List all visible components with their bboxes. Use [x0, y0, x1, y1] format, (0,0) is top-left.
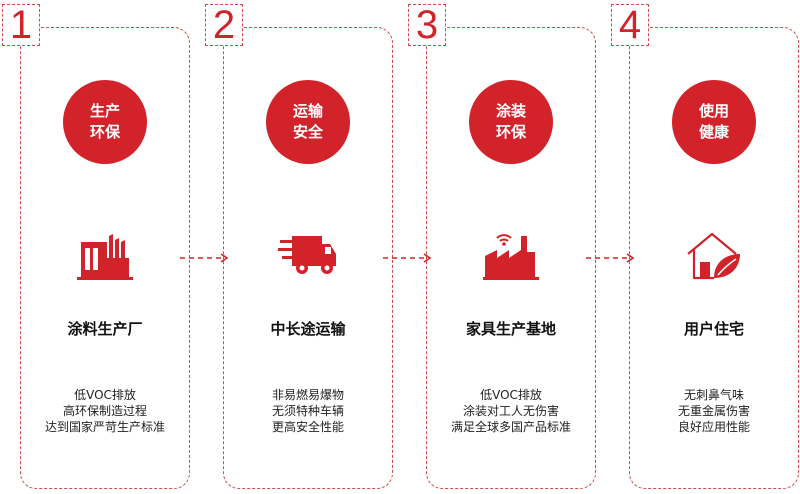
- step-card-4: [629, 27, 799, 489]
- step-desc-2-line: 更高安全性能: [271, 420, 344, 434]
- step-number-4: 4: [611, 4, 649, 46]
- eco-house-icon: [687, 232, 740, 280]
- step-number-3: 3: [408, 4, 446, 46]
- step-desc-4-line: 无刺鼻气味: [683, 388, 744, 402]
- step-desc-2-line: 非易燃易爆物: [271, 388, 344, 402]
- delivery-truck-icon: [278, 236, 336, 274]
- step-badge-2-line1: 运输: [292, 102, 323, 120]
- step-desc-3-line: 涂装对工人无伤害: [462, 404, 559, 418]
- step-number-2: 2: [205, 4, 243, 46]
- step-badge-3-line2: 环保: [495, 123, 526, 141]
- step-desc-2-line: 无须特种车辆: [271, 404, 344, 418]
- smart-factory-icon: [483, 234, 539, 280]
- step-badge-1: 生产 环保: [63, 80, 147, 164]
- step-desc-1-line: 低VOC排放: [74, 388, 136, 402]
- step-badge-1-line1: 生产: [89, 102, 120, 120]
- step-badge-2-line2: 安全: [292, 123, 323, 141]
- step-desc-1: 低VOC排放 高环保制造过程 达到国家严苛生产标准: [20, 387, 190, 435]
- step-desc-4: 无刺鼻气味 无重金属伤害 良好应用性能: [629, 387, 799, 435]
- step-desc-2: 非易燃易爆物 无须特种车辆 更高安全性能: [223, 387, 393, 435]
- step-desc-1-line: 达到国家严苛生产标准: [44, 420, 165, 434]
- step-title-4: 用户住宅: [683, 320, 744, 338]
- step-desc-3-line: 满足全球多国产品标准: [450, 420, 571, 434]
- step-badge-4-line2: 健康: [698, 123, 729, 141]
- step-badge-3: 涂装 环保: [469, 80, 553, 164]
- step-badge-4-line1: 使用: [698, 102, 729, 120]
- step-title-2: 中长途运输: [270, 320, 346, 338]
- step-desc-3-line: 低VOC排放: [480, 388, 542, 402]
- step-badge-4: 使用 健康: [672, 80, 756, 164]
- step-title-3: 家具生产基地: [465, 320, 556, 338]
- factory-icon: [77, 234, 133, 280]
- step-desc-3: 低VOC排放 涂装对工人无伤害 满足全球多国产品标准: [426, 387, 596, 435]
- step-number-1: 1: [2, 4, 40, 46]
- step-title-1: 涂料生产厂: [67, 320, 143, 338]
- step-badge-2: 运输 安全: [266, 80, 350, 164]
- step-badge-1-line2: 环保: [89, 123, 120, 141]
- step-desc-4-line: 良好应用性能: [677, 420, 750, 434]
- step-desc-4-line: 无重金属伤害: [677, 404, 750, 418]
- step-desc-1-line: 高环保制造过程: [62, 404, 147, 418]
- step-badge-3-line1: 涂装: [495, 102, 526, 120]
